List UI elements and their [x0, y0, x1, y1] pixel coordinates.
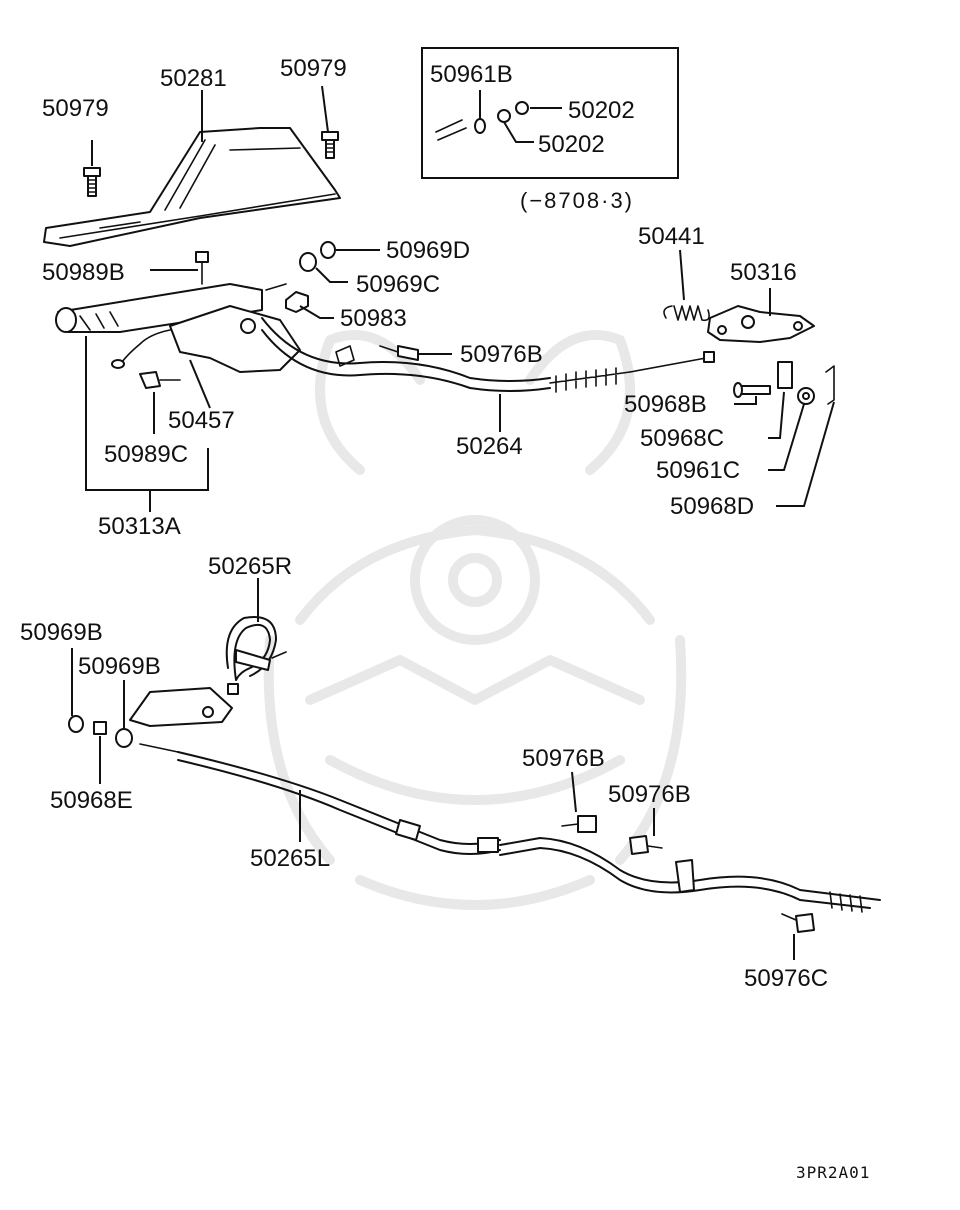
label-50265r: 50265R	[208, 553, 292, 580]
equalizer-50316	[707, 305, 815, 343]
label-50968b: 50968B	[624, 391, 707, 418]
washer-50961c	[797, 387, 815, 405]
label-50976b-right: 50976B	[608, 781, 691, 808]
return-spring	[663, 305, 710, 322]
leader-lines	[71, 85, 835, 960]
label-50202-a: 50202	[568, 97, 635, 124]
label-50316: 50316	[730, 259, 797, 286]
nut-50969d	[320, 241, 336, 259]
rear-cable-50265r	[225, 616, 287, 695]
label-50989c: 50989C	[104, 441, 188, 468]
nut-50969b-left	[68, 715, 84, 733]
bolt-50976c	[781, 913, 815, 933]
console-bracket	[43, 127, 341, 247]
bolt-50976b-mid	[561, 815, 597, 833]
label-50979-left: 50979	[42, 95, 109, 122]
label-50281: 50281	[160, 65, 227, 92]
rear-cable-50265l	[139, 743, 881, 913]
nut-50969b-right	[115, 728, 133, 748]
clip-50968e	[93, 721, 107, 735]
label-50202-b: 50202	[538, 131, 605, 158]
label-50969d: 50969D	[386, 237, 470, 264]
label-50983: 50983	[340, 305, 407, 332]
label-50313a: 50313A	[98, 513, 181, 540]
inset-date-note: (−8708·3)	[520, 188, 634, 213]
label-50989b: 50989B	[42, 259, 125, 286]
label-50968c: 50968C	[640, 425, 724, 452]
watermark-emblem	[263, 330, 687, 910]
bolt-50979-left	[83, 167, 101, 197]
front-cable-50264	[261, 317, 715, 393]
label-50961c: 50961C	[656, 457, 740, 484]
bolt-50976b-right	[629, 835, 663, 855]
label-50979-right: 50979	[280, 55, 347, 82]
pin-50968b	[733, 382, 771, 398]
cotter-50968d	[825, 365, 835, 405]
drawing-code: 3PR2A01	[796, 1163, 870, 1182]
label-50976b-top: 50976B	[460, 341, 543, 368]
label-50968e: 50968E	[50, 787, 133, 814]
nut-50969c	[299, 252, 317, 272]
label-50976c: 50976C	[744, 965, 828, 992]
label-50264: 50264	[456, 433, 523, 460]
label-50968d: 50968D	[670, 493, 754, 520]
callout-labels: 50979 50281 50979 50961B 50202 50202 509…	[20, 55, 828, 992]
bolt-50976b-top	[379, 345, 419, 361]
label-50969b-b: 50969B	[78, 653, 161, 680]
inset-box: (−8708·3)	[421, 47, 679, 213]
label-50457: 50457	[168, 407, 235, 434]
label-50969b-a: 50969B	[20, 619, 103, 646]
label-50969c: 50969C	[356, 271, 440, 298]
label-50976b-mid: 50976B	[522, 745, 605, 772]
cable-bracket	[129, 687, 233, 727]
bolt-50979-right	[321, 131, 339, 159]
label-50441: 50441	[638, 223, 705, 250]
label-50961b: 50961B	[430, 61, 513, 88]
label-50265l: 50265L	[250, 845, 330, 872]
brake-lever-assembly	[55, 251, 301, 389]
clip-50968c	[777, 361, 793, 389]
